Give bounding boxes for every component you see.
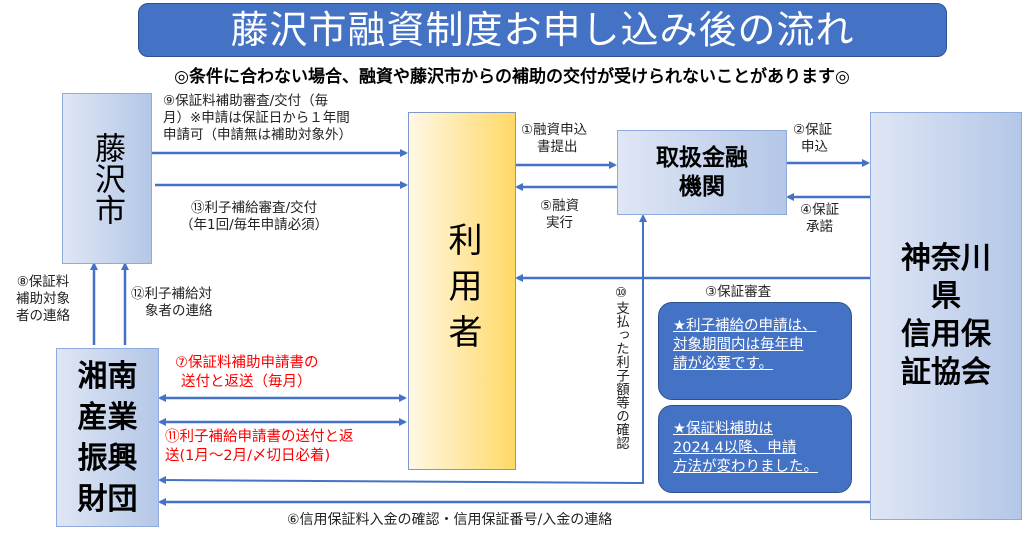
step-8-line: 者の連絡	[16, 308, 70, 324]
step-8-label: ⑧保証料 補助対象 者の連絡	[16, 274, 70, 325]
node-bank-line: 取扱金融	[656, 144, 748, 171]
node-financial-institution: 取扱金融 機関	[617, 130, 787, 215]
step-4-line: ④保証	[800, 202, 840, 218]
step-11-line: ⑪利子補給申請書の送付と返	[165, 429, 354, 445]
step-12-line: 象者の連絡	[145, 303, 213, 319]
node-kanagawa-line: 県	[931, 279, 961, 314]
step-5-line: 実行	[546, 215, 574, 231]
step-1-line: ①融資申込	[521, 122, 588, 138]
node-shonan-line: 振興	[77, 440, 138, 476]
step-9-line: 申請可（申請無は補助対象外）	[163, 127, 352, 143]
step-8-line: 補助対象	[16, 291, 70, 307]
step-7-label: ⑦保証料補助申請書の 送付と返送（毎月）	[175, 354, 319, 392]
arrow-10	[158, 214, 647, 485]
node-kanagawa-credit-guarantee: 神奈川 県 信用保 証協会	[870, 112, 1022, 520]
note-line: 方法が変わりました。	[673, 459, 818, 475]
page-title: 藤沢市融資制度お申し込み後の流れ	[138, 3, 947, 57]
node-kanagawa-line: 証協会	[901, 355, 991, 390]
node-kanagawa-line: 神奈川	[901, 241, 991, 276]
node-fujisawa-label: 藤沢市	[89, 132, 125, 225]
step-13-line: （年1回/毎年申請必須）	[180, 217, 329, 233]
note-guarantee-fee-subsidy: ★保証料補助は 2024.4以降、申請 方法が変わりました。	[658, 405, 852, 493]
step-11-line: 送(1月～2月/〆切日必着)	[165, 448, 331, 464]
step-4-line: 承諾	[806, 219, 834, 235]
node-shonan-line: 湘南	[77, 358, 138, 394]
step-13-line: ⑬利子補給審査/交付	[191, 200, 318, 216]
step-6-label: ⑥信用保証料入金の確認・信用保証番号/入金の連絡	[287, 512, 613, 528]
node-fujisawa-city: 藤沢市	[62, 93, 152, 264]
step-1-line: 書提出	[537, 139, 578, 155]
step-5-label: ⑤融資 実行	[540, 198, 579, 232]
node-shonan-foundation: 湘南 産業 振興 財団	[56, 348, 159, 527]
step-7-line: ⑦保証料補助申請書の	[175, 355, 319, 371]
step-12-line: ⑫利子補給対	[131, 286, 212, 302]
node-user: 利用者	[408, 112, 516, 470]
node-kanagawa-line: 信用保	[901, 317, 991, 352]
step-2-line: ②保証	[793, 122, 833, 138]
step-2-label: ②保証 申込	[793, 122, 832, 156]
step-9-label: ⑨保証料補助審査/交付（毎 月）※申請は保証日から１年間 申請可（申請無は補助対…	[163, 93, 352, 144]
step-4-label: ④保証 承諾	[800, 202, 839, 236]
note-line: 対象期間内は毎年申	[673, 337, 804, 353]
step-7-line: 送付と返送（毎月）	[181, 374, 312, 390]
note-line: ★利子補給の申請は、	[673, 318, 817, 334]
step-5-line: ⑤融資	[540, 198, 580, 214]
note-line: ★保証料補助は	[673, 421, 773, 437]
step-9-line: ⑨保証料補助審査/交付（毎	[163, 93, 329, 109]
node-bank-line: 機関	[679, 173, 725, 200]
subtitle-warning: ◎条件に合わない場合、融資や藤沢市からの補助の交付が受けられないことがあります◎	[174, 67, 850, 87]
note-line: 2024.4以降、申請	[673, 440, 797, 456]
node-shonan-line: 財団	[77, 481, 138, 517]
step-9-line: 月）※申請は保証日から１年間	[163, 110, 350, 126]
step-13-label: ⑬利子補給審査/交付 （年1回/毎年申請必須）	[180, 200, 328, 234]
step-2-line: 申込	[801, 139, 828, 155]
node-user-label: 利用者	[442, 222, 482, 360]
step-8-line: ⑧保証料	[16, 274, 70, 290]
step-1-label: ①融資申込 書提出	[521, 122, 587, 156]
step-11-label: ⑪利子補給申請書の送付と返 送(1月～2月/〆切日必着)	[165, 428, 354, 466]
note-line: 請が必要です。	[673, 356, 774, 372]
step-10-label: ⑩支払った利子額等の確認	[613, 285, 629, 450]
step-3-label: ③保証審査	[705, 284, 772, 300]
node-shonan-line: 産業	[77, 399, 138, 435]
step-12-label: ⑫利子補給対 象者の連絡	[131, 286, 213, 320]
note-interest-subsidy: ★利子補給の申請は、 対象期間内は毎年申 請が必要です。	[658, 302, 852, 400]
